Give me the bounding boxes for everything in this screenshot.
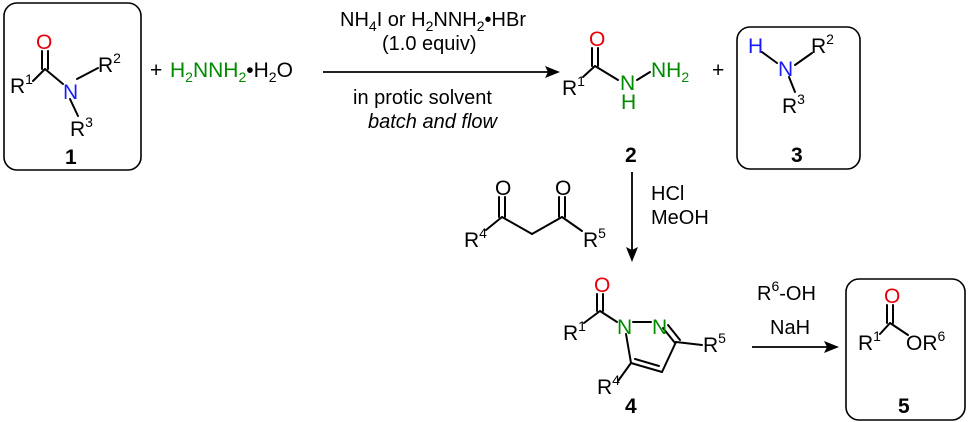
- c4-nitrogen-2: N: [652, 316, 667, 339]
- c3-r2: R2: [811, 31, 834, 58]
- c4-r1: R1: [563, 318, 586, 345]
- c3-nitrogen: N: [778, 58, 793, 81]
- c3-r3: R3: [782, 91, 805, 118]
- step3-arrow: [752, 341, 839, 353]
- compound-5-number: 5: [898, 395, 910, 418]
- step2-solvent: MeOH: [651, 207, 709, 229]
- step1-reagents: NH4I or H2NNH2•HBr: [340, 9, 526, 34]
- compound-3-box: [736, 26, 861, 170]
- step1-equiv: (1.0 equiv): [382, 33, 477, 55]
- compound-1-box: [3, 2, 142, 171]
- compound-5: O R1 OR6 5: [845, 278, 966, 421]
- compound-2: O R1 N H NH2 2: [562, 28, 689, 167]
- c2-nh-hydrogen: H: [621, 91, 636, 114]
- c5-r1: R1: [858, 328, 881, 355]
- c4-r4: R4: [597, 372, 620, 399]
- compound-4-number: 4: [625, 395, 637, 418]
- step2-arrow: [626, 172, 638, 262]
- diketone-r5: R5: [583, 225, 606, 252]
- step3-reagent: R6-OH: [757, 278, 816, 305]
- c5-or6: OR6: [906, 328, 946, 355]
- c2-nitrogen: N: [620, 72, 635, 95]
- c3-hydrogen: H: [748, 35, 763, 58]
- c4-oxygen: O: [594, 274, 610, 297]
- c1-r1: R1: [10, 71, 33, 98]
- c4-r5: R5: [703, 330, 726, 357]
- plus-sign-1: +: [150, 59, 162, 82]
- c1-oxygen: O: [36, 31, 52, 54]
- step3-base: NaH: [770, 317, 810, 339]
- compound-3-number: 3: [791, 144, 803, 167]
- step2-reagent: HCl: [651, 183, 684, 205]
- compound-5-box: [845, 278, 966, 421]
- c1-r3: R3: [70, 114, 93, 141]
- step1-arrow: [323, 66, 560, 78]
- compound-1-number: 1: [65, 146, 77, 169]
- compound-2-number: 2: [625, 144, 637, 167]
- hydrazine-hydrate: H2NNH2•H2O: [170, 59, 293, 85]
- c2-nh2: NH2: [651, 59, 689, 85]
- c4-nitrogen-1: N: [617, 316, 632, 339]
- diketone: O O R4 R5: [464, 177, 606, 252]
- compound-1: O R1 N R2 R3 1: [3, 2, 142, 171]
- c2-oxygen: O: [589, 28, 605, 51]
- step1-solvent: in protic solvent: [353, 87, 492, 109]
- plus-sign-2: +: [712, 59, 724, 82]
- compound-3: H N R2 R3 3: [736, 26, 861, 170]
- c2-r1: R1: [562, 73, 585, 100]
- step1-mode: batch and flow: [368, 111, 499, 133]
- diketone-oxygen-1: O: [495, 177, 511, 200]
- diketone-r4: R4: [464, 225, 487, 252]
- c1-nitrogen: N: [63, 81, 78, 104]
- compound-4: O R1 N N R5 R4 4: [563, 274, 726, 418]
- c5-oxygen: O: [884, 285, 900, 308]
- diketone-oxygen-2: O: [555, 177, 571, 200]
- c1-r2: R2: [98, 50, 121, 77]
